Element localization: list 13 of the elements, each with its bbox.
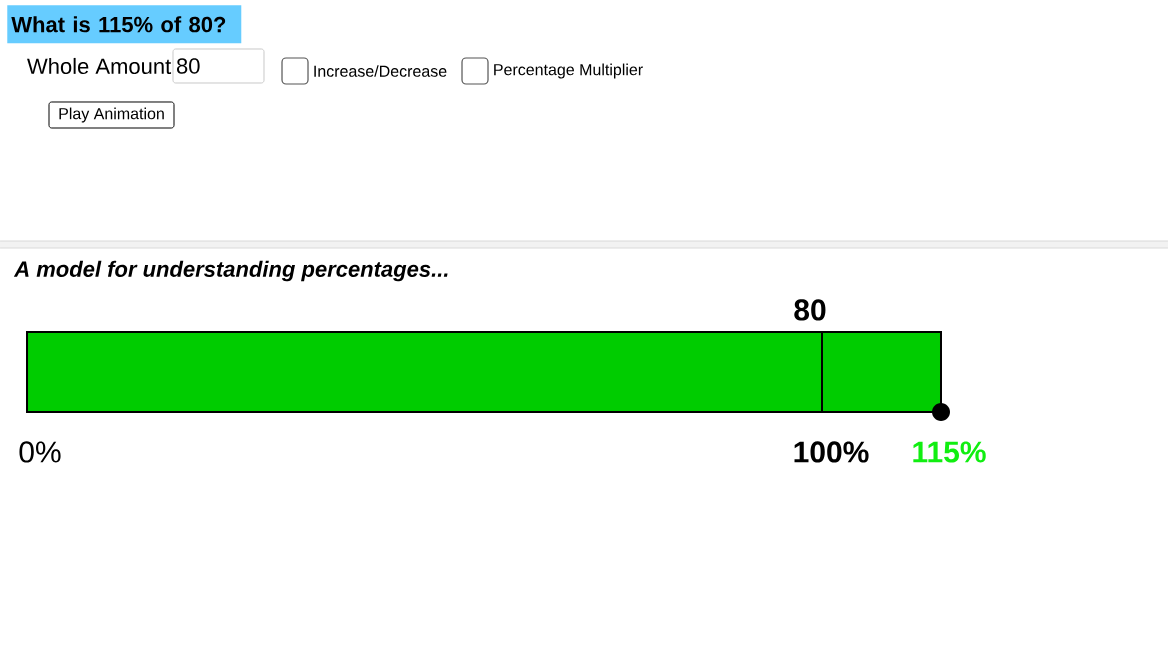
field-label: Whole Amount xyxy=(27,57,172,75)
percent-label: 0% xyxy=(19,441,61,463)
percent-label: 115% xyxy=(913,441,986,463)
value-label: 80 xyxy=(794,299,826,321)
checkbox-label: Percentage Multiplier xyxy=(494,63,643,79)
heading: A model for understanding percentages... xyxy=(13,260,448,282)
checkbox xyxy=(281,57,309,85)
percent-label: 100% xyxy=(794,441,869,463)
checkbox-label: Increase/Decrease xyxy=(314,65,447,77)
title-banner: What is 115% of 80? xyxy=(7,5,242,44)
play-animation-button: Play Animation xyxy=(48,101,175,129)
input-field: 80 xyxy=(172,48,265,84)
checkbox xyxy=(461,57,489,85)
